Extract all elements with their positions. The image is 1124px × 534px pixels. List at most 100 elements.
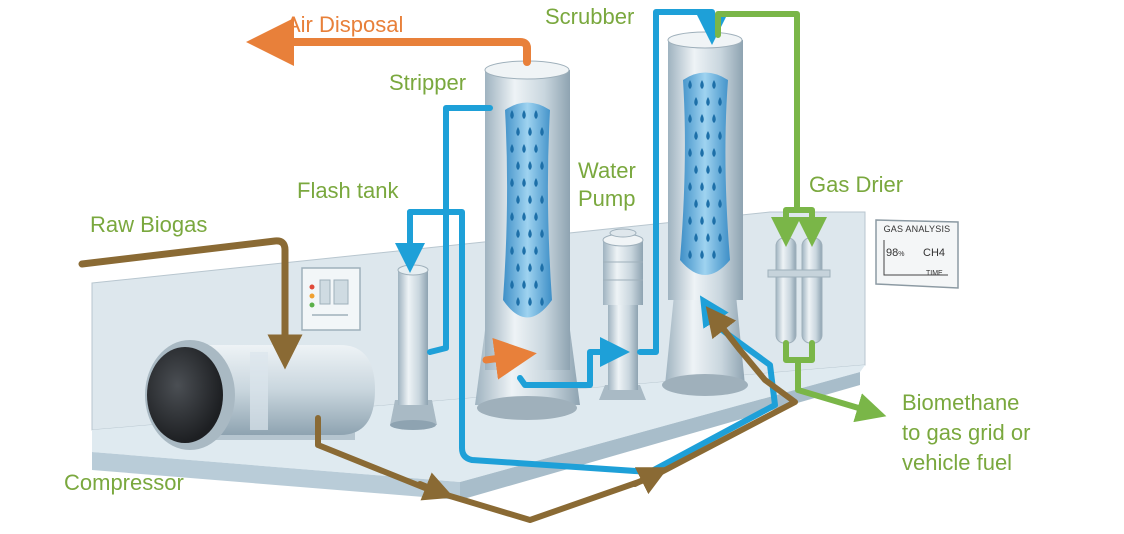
gas-percent-unit: % [898, 251, 905, 258]
water-droplet [700, 80, 704, 89]
gas-analysis-panel [875, 219, 959, 289]
water-droplet [706, 165, 710, 174]
biomethane-outlet-pipe [783, 340, 872, 412]
water-droplet [540, 195, 544, 204]
water-droplet [694, 199, 698, 208]
gas-percent-value: 98 [886, 247, 899, 259]
clean-gas-pipe-scrubber-to-drier [715, 11, 801, 247]
water-droplet [540, 161, 544, 170]
stripper-label: Stripper [389, 70, 467, 95]
water-droplet [700, 114, 704, 123]
indicator-green [309, 302, 315, 308]
water-droplet [534, 246, 538, 255]
water-pipe-flash-return [407, 209, 778, 475]
compressor [145, 340, 375, 450]
pipes [78, 9, 872, 523]
water-droplet [540, 263, 544, 272]
water-droplet [700, 182, 704, 191]
water-droplet [510, 144, 514, 153]
water-droplet [510, 246, 514, 255]
biomethane-label-line3: vehicle fuel [902, 450, 1013, 475]
air-inlet-arrow [482, 337, 537, 380]
gas-analysis-axis: TIME [926, 270, 943, 277]
water-droplet [712, 216, 716, 225]
water-droplet [534, 144, 538, 153]
water-droplet [718, 97, 722, 106]
brown-flow-arrow-1 [417, 472, 454, 501]
floor-top [92, 365, 865, 482]
compressor-label: Compressor [64, 470, 184, 495]
water-droplet [528, 229, 532, 238]
water-droplet [528, 195, 532, 204]
brown-flow-arrow-2 [632, 467, 669, 495]
water-droplet [540, 127, 544, 136]
water-droplet [700, 148, 704, 157]
water-droplet [706, 233, 710, 242]
air-disposal-label: Air Disposal [286, 12, 404, 37]
water-pipe-stripper-to-flash [427, 105, 493, 355]
water-droplet [688, 148, 692, 157]
water-droplet [510, 212, 514, 221]
water-pipe-pump-to-scrubber [637, 9, 727, 355]
water-pump-label-line1: Water [578, 158, 636, 183]
water-droplet [540, 297, 544, 306]
water-droplet [688, 182, 692, 191]
water-droplet [510, 178, 514, 187]
control-panel [301, 267, 361, 331]
water-droplet [516, 195, 520, 204]
flash-tank-label: Flash tank [297, 178, 399, 203]
water-droplet [700, 216, 704, 225]
clean-gas-pipe-branch [794, 207, 827, 247]
water-droplet [712, 148, 716, 157]
water-droplet [528, 161, 532, 170]
compressor-face [147, 347, 223, 443]
water-droplet [718, 131, 722, 140]
floor-front [92, 452, 460, 500]
water-droplet [688, 250, 692, 259]
scrubber-packing [680, 72, 730, 275]
water-droplet [688, 80, 692, 89]
water-droplet [522, 246, 526, 255]
water-droplet [522, 178, 526, 187]
water-droplet [712, 80, 716, 89]
gas-analysis-title: GAS ANALYSIS [883, 224, 951, 234]
water-droplet [712, 182, 716, 191]
water-droplet [712, 250, 716, 259]
water-droplet [688, 114, 692, 123]
air-disposal-pipe [246, 18, 531, 66]
water-pump-label-line2: Pump [578, 186, 636, 211]
raw-biogas-label: Raw Biogas [90, 212, 208, 237]
water-pipe-stripper-to-pump [517, 337, 630, 388]
water-droplet [534, 280, 538, 289]
water-droplet [718, 233, 722, 242]
water-droplet [718, 165, 722, 174]
water-droplet [534, 110, 538, 119]
gas-drier-label: Gas Drier [809, 172, 904, 197]
water-droplet [516, 263, 520, 272]
water-droplet [694, 165, 698, 174]
water-droplet [516, 229, 520, 238]
water-droplet [700, 250, 704, 259]
water-droplet [510, 280, 514, 289]
raw-biogas-pipe [78, 237, 303, 370]
water-droplet [522, 280, 526, 289]
stripper-packing [503, 102, 552, 318]
stripper-column [475, 60, 580, 420]
water-droplet [688, 216, 692, 225]
gas-analysis-percent: 98% [886, 247, 904, 259]
water-droplet [712, 114, 716, 123]
scrubber-label: Scrubber [545, 4, 635, 29]
biomethane-label-line1: Biomethane [902, 390, 1020, 415]
water-droplet [522, 110, 526, 119]
water-droplet [694, 131, 698, 140]
water-droplet [694, 97, 698, 106]
indicator-orange [309, 293, 315, 299]
indicator-red [309, 284, 315, 290]
gas-analysis-gas: CH4 [923, 247, 946, 259]
water-droplets [510, 80, 722, 306]
water-droplet [706, 97, 710, 106]
water-droplet [528, 127, 532, 136]
water-droplet [718, 199, 722, 208]
water-droplet [706, 131, 710, 140]
